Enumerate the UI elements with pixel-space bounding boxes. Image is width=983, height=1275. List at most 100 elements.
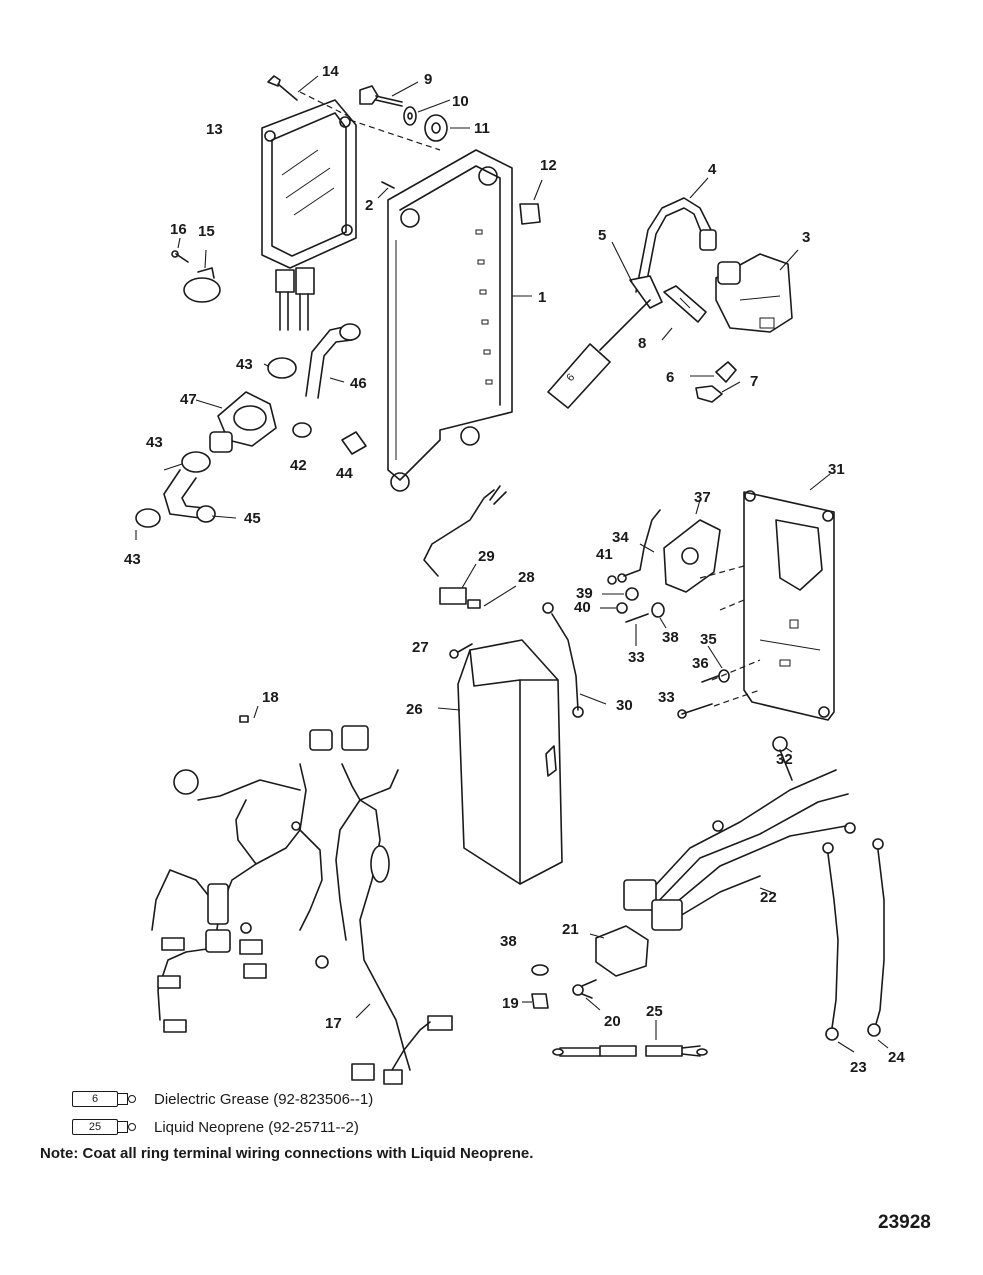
- lead-34: [617, 509, 661, 583]
- screw-33b: [677, 703, 713, 719]
- hose-clamp-43-mid: [163, 451, 211, 473]
- note-text: Note: Coat all ring terminal wiring conn…: [40, 1145, 534, 1162]
- callout-8: 8: [638, 335, 646, 352]
- tube-code: 25: [72, 1119, 118, 1135]
- callout-15: 15: [198, 223, 215, 240]
- screw-36: [701, 675, 719, 683]
- battery-cable-harness-22: [623, 769, 856, 931]
- nut-40: [600, 602, 628, 614]
- callout-17: 17: [325, 1015, 342, 1032]
- callout-31: 31: [828, 461, 845, 478]
- legend-text: Dielectric Grease (92-823506--1): [154, 1090, 374, 1108]
- callout-27: 27: [412, 639, 429, 656]
- screw-27: [449, 643, 473, 659]
- wire-harness-29: [423, 485, 507, 605]
- legend-text: Liquid Neoprene (92-25711--2): [154, 1118, 359, 1136]
- hose-clamp-43-bottom: [135, 508, 161, 540]
- sealant-tube-icon: 25: [72, 1119, 138, 1135]
- hose-clamp-42: [292, 422, 312, 438]
- relay-21: [589, 925, 649, 977]
- clamp-7: [695, 381, 741, 403]
- callout-41: 41: [596, 546, 613, 563]
- hose-clamp-43-top: [263, 357, 297, 379]
- callout-29: 29: [478, 548, 495, 565]
- bolt-9: [359, 81, 419, 107]
- callout-19: 19: [502, 995, 519, 1012]
- screw-14: [267, 75, 319, 101]
- washer-10: [403, 99, 451, 126]
- nut-19: [522, 993, 549, 1009]
- cable-30: [542, 602, 607, 718]
- callout-33a: 33: [628, 649, 645, 666]
- battery-cable-23: [822, 842, 855, 1053]
- callout-7: 7: [750, 373, 758, 390]
- callout-12: 12: [540, 157, 557, 174]
- electrical-cover-26: [437, 639, 563, 885]
- solenoid-37: [663, 499, 721, 593]
- hose-45: [163, 469, 237, 523]
- callout-9: 9: [424, 71, 432, 88]
- callout-33b: 33: [658, 689, 675, 706]
- callout-43a: 43: [236, 356, 253, 373]
- callout-20: 20: [604, 1013, 621, 1030]
- terminal-18: [239, 705, 259, 723]
- callout-6: 6: [666, 369, 674, 386]
- spark-plug-8: [661, 285, 707, 341]
- callout-38b: 38: [500, 933, 517, 950]
- grommet-11: [424, 114, 470, 142]
- spacer-38: [651, 602, 667, 629]
- callout-43b: 43: [146, 434, 163, 451]
- bolt-6: [690, 361, 737, 383]
- callout-3: 3: [802, 229, 810, 246]
- connector-28: [467, 585, 517, 609]
- clip-44: [341, 431, 367, 455]
- callout-45: 45: [244, 510, 261, 527]
- grease-tube-6: [547, 299, 651, 409]
- callout-39: 39: [576, 585, 593, 602]
- callout-40: 40: [574, 599, 591, 616]
- clamp-15: [183, 249, 221, 303]
- callout-43c: 43: [124, 551, 141, 568]
- callout-38a: 38: [662, 629, 679, 646]
- screw-33a: [625, 613, 649, 646]
- screw-32: [772, 736, 793, 781]
- callout-26: 26: [406, 701, 423, 718]
- callout-42: 42: [290, 457, 307, 474]
- coil-lead-4: [635, 177, 717, 297]
- callout-18: 18: [262, 689, 279, 706]
- battery-cable-24: [867, 838, 889, 1049]
- callout-22: 22: [760, 889, 777, 906]
- screw-2: [377, 181, 395, 199]
- callout-25: 25: [646, 1003, 663, 1020]
- screw-16: [171, 237, 189, 263]
- callout-44: 44: [336, 465, 353, 482]
- legend-row-dielectric-grease: 6 Dielectric Grease (92-823506--1): [72, 1088, 373, 1110]
- spacer-35: [707, 645, 730, 683]
- callout-5: 5: [598, 227, 606, 244]
- callout-24: 24: [888, 1049, 905, 1066]
- mounting-bracket: [387, 149, 532, 492]
- legend-row-liquid-neoprene: 25 Liquid Neoprene (92-25711--2): [72, 1116, 359, 1138]
- callout-28: 28: [518, 569, 535, 586]
- terminal-20: [572, 979, 601, 1011]
- callout-1: 1: [538, 289, 546, 306]
- callout-21: 21: [562, 921, 579, 938]
- callout-37: 37: [694, 489, 711, 506]
- ignition-module: [261, 99, 357, 331]
- callout-35: 35: [700, 631, 717, 648]
- thermostat-housing-47: [195, 391, 277, 453]
- callout-32: 32: [776, 751, 793, 768]
- engine-harness-17: [151, 725, 453, 1085]
- splice-25: [552, 1020, 708, 1057]
- nut-41: [607, 575, 617, 585]
- callout-13: 13: [206, 121, 223, 138]
- callout-11: 11: [474, 120, 490, 137]
- sealant-tube-icon: 6: [72, 1091, 138, 1107]
- callout-4: 4: [708, 161, 717, 178]
- callout-16: 16: [170, 221, 187, 238]
- callout-14: 14: [322, 63, 339, 80]
- callout-30: 30: [616, 697, 633, 714]
- hose-46: [305, 323, 361, 399]
